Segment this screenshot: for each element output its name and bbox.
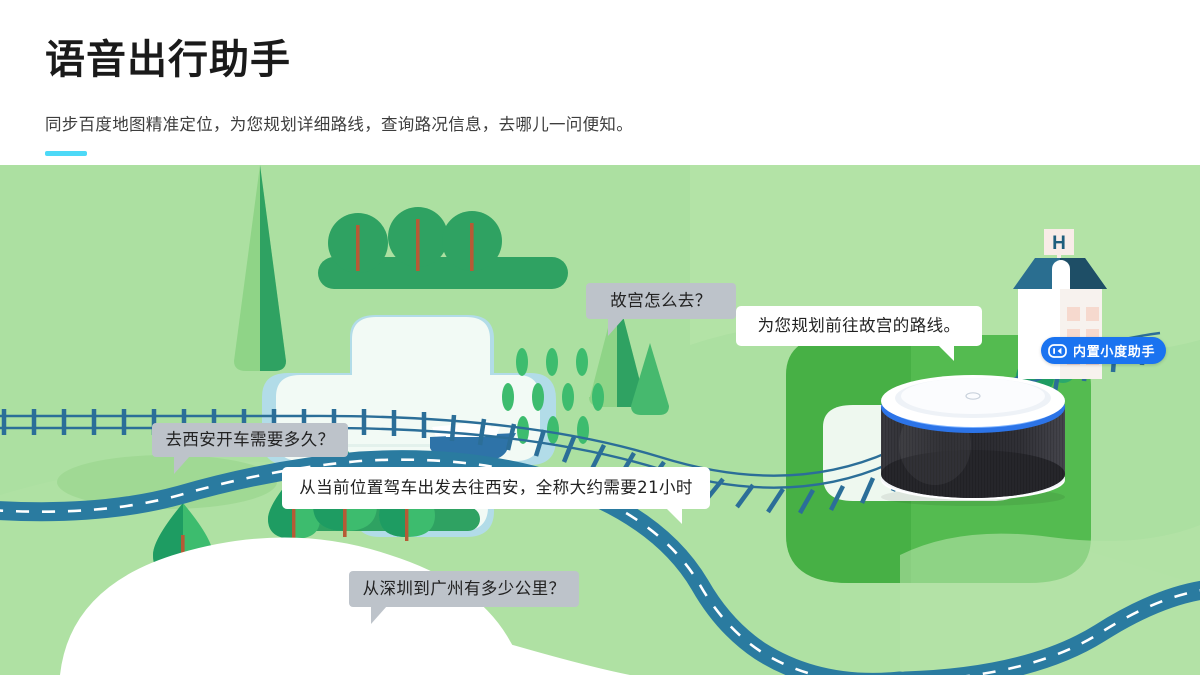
speaker-sound-icon	[1048, 343, 1067, 358]
bubble-text: 故宫怎么去？	[610, 290, 712, 310]
bubble-text: 从当前位置驾车出发去往西安，全称大约需要21小时	[299, 477, 693, 497]
chat-bubble-assistant-gugong[interactable]: 为您规划前往故宫的路线。	[736, 306, 982, 361]
chat-bubble-user-xian[interactable]: 去西安开车需要多久？	[152, 423, 348, 474]
bubble-tail	[174, 456, 190, 474]
illustration-scene: H	[0, 165, 1200, 675]
chat-bubble-assistant-xian[interactable]: 从当前位置驾车出发去往西安，全称大约需要21小时	[282, 467, 710, 524]
accent-underline	[45, 151, 87, 156]
smart-speaker-device	[861, 361, 1085, 511]
chat-bubble-user-shenzhen[interactable]: 从深圳到广州有多少公里？	[349, 571, 579, 624]
bubble-tail	[938, 345, 954, 361]
page-header: 语音出行助手 同步百度地图精准定位，为您规划详细路线，查询路况信息，去哪儿一问便…	[0, 0, 1200, 165]
bubble-text: 去西安开车需要多久？	[165, 429, 335, 449]
bubble-tail	[371, 606, 387, 624]
bubble-text: 从深圳到广州有多少公里？	[362, 578, 566, 598]
xiaodu-assistant-badge[interactable]: 内置小度助手	[1041, 337, 1167, 364]
page-subtitle: 同步百度地图精准定位，为您规划详细路线，查询路况信息，去哪儿一问便知。	[45, 115, 633, 134]
bubble-tail	[608, 318, 624, 336]
chat-bubble-user-gugong[interactable]: 故宫怎么去？	[586, 283, 736, 336]
page-title: 语音出行助手	[45, 37, 291, 83]
bubble-tail	[666, 508, 682, 524]
badge-label: 内置小度助手	[1073, 345, 1156, 360]
building-sign-letter: H	[1052, 233, 1066, 254]
bubble-text: 为您规划前往故宫的路线。	[757, 315, 961, 335]
